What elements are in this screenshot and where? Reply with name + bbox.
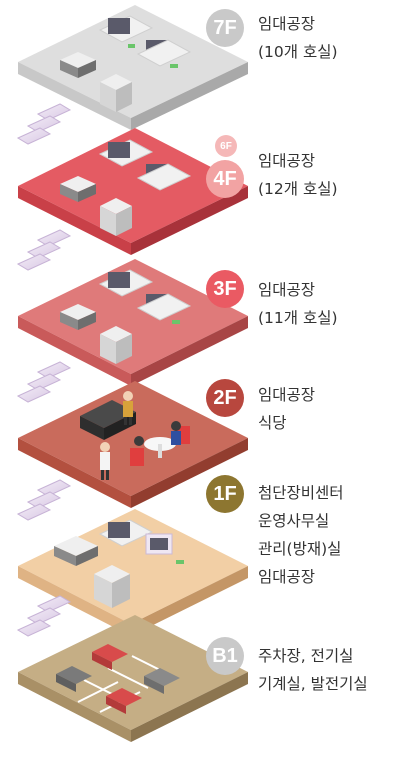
floor-label-line: (10개 호실) <box>258 43 338 61</box>
floor-badge-4f: 4F <box>206 160 244 198</box>
floor-label-line: 임대공장 <box>258 152 316 170</box>
floor-label-7f: 임대공장 (10개 호실) <box>258 10 338 66</box>
floor-label-line: 주차장, 전기실 <box>258 647 354 665</box>
floor-label-line: 임대공장 <box>258 281 316 299</box>
floor-slab-4f <box>18 128 248 255</box>
waiter-person-icon <box>123 391 133 425</box>
floor-badge-2f: 2F <box>206 379 244 417</box>
floor-label-1f: 첨단장비센터 운영사무실 관리(방재)실 임대공장 <box>258 479 344 591</box>
stairs-icon <box>16 479 72 521</box>
floor-badge-b1: B1 <box>206 637 244 675</box>
floor-label-line: 기계실, 발전기실 <box>258 675 368 693</box>
floor-label-line: 임대공장 <box>258 386 316 404</box>
printer-icon <box>60 176 96 202</box>
floor-label-line: 운영사무실 <box>258 512 330 530</box>
floor-label-2f: 임대공장 식당 <box>258 381 315 437</box>
car-icon <box>92 644 128 670</box>
desk-workstation-icon <box>98 15 192 68</box>
floor-label-4f: 임대공장 (12개 호실) <box>258 147 338 203</box>
floor-slab-3f <box>18 259 248 386</box>
floor-badge-6f: 6F <box>215 135 237 157</box>
stairs-icon <box>16 103 72 145</box>
floor-label-line: (11개 호실) <box>258 309 338 327</box>
floor-badge-7f: 7F <box>206 9 244 47</box>
floor-label-3f: 임대공장 (11개 호실) <box>258 276 338 332</box>
floor-label-line: 첨단장비센터 <box>258 484 344 502</box>
chef-person-icon <box>100 442 110 480</box>
printer-icon <box>60 304 96 330</box>
floor-label-line: 임대공장 <box>258 568 316 586</box>
stairs-icon <box>16 595 72 637</box>
desk-workstation-icon <box>98 519 184 564</box>
desk-workstation-icon <box>98 269 192 324</box>
floor-badge-1f: 1F <box>206 475 244 513</box>
car-icon <box>56 666 92 692</box>
stairs-icon <box>16 229 72 271</box>
dining-table-icon <box>130 421 190 466</box>
copier-machine-icon <box>94 565 130 608</box>
floor-label-line: (12개 호실) <box>258 180 338 198</box>
copier-machine-icon <box>100 326 132 364</box>
copier-machine-icon <box>100 74 132 112</box>
floor-badge-3f: 3F <box>206 270 244 308</box>
car-icon <box>106 688 142 714</box>
printer-icon <box>60 52 96 78</box>
desk-workstation-icon <box>98 139 192 191</box>
floor-label-line: 관리(방재)실 <box>258 540 342 558</box>
floor-label-line: 식당 <box>258 414 287 432</box>
stairs-icon <box>16 361 72 403</box>
floor-label-line: 임대공장 <box>258 15 316 33</box>
printer-icon <box>54 536 98 566</box>
car-icon <box>144 668 180 694</box>
copier-machine-icon <box>100 198 132 236</box>
floor-label-b1: 주차장, 전기실 기계실, 발전기실 <box>258 642 368 698</box>
kitchen-counter-icon <box>80 400 136 440</box>
floor-slab-7f <box>18 5 248 130</box>
floor-slab-b1 <box>18 615 248 742</box>
floor-slab-1f <box>18 509 248 636</box>
floor-slab-2f <box>18 381 248 508</box>
